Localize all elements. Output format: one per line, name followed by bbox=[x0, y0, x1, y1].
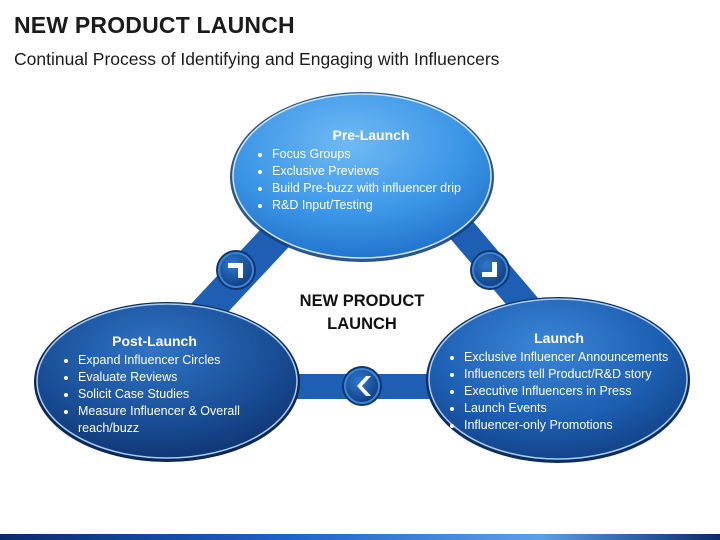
connector-node-bottom bbox=[342, 366, 382, 406]
launch-ellipse bbox=[426, 297, 690, 463]
list-item: Measure Influencer & Overall reach/buzz bbox=[78, 403, 267, 437]
list-item: Executive Influencers in Press bbox=[464, 383, 680, 400]
list-item: Expand Influencer Circles bbox=[78, 352, 267, 369]
list-item: Exclusive Influencer Announcements bbox=[464, 349, 680, 366]
list-item: Influencers tell Product/R&D story bbox=[464, 366, 680, 383]
center-label-line2: LAUNCH bbox=[327, 315, 397, 333]
chevron-down-right-icon bbox=[482, 262, 497, 277]
chevron-left-icon bbox=[357, 376, 371, 396]
center-label-line1: NEW PRODUCT bbox=[299, 292, 425, 310]
list-item: Evaluate Reviews bbox=[78, 369, 267, 386]
list-item: R&D Input/Testing bbox=[272, 197, 486, 214]
post-launch-title: Post-Launch bbox=[112, 333, 197, 349]
pre-launch-title: Pre-Launch bbox=[332, 127, 410, 143]
list-item: Build Pre-buzz with influencer drip bbox=[272, 180, 486, 197]
center-label: NEW PRODUCT LAUNCH bbox=[272, 290, 452, 336]
launch-list: Exclusive Influencer Announcements Influ… bbox=[448, 349, 680, 434]
list-item: Focus Groups bbox=[272, 146, 486, 163]
post-launch-content: Post-Launch Expand Influencer Circles Ev… bbox=[62, 333, 267, 437]
list-item: Exclusive Previews bbox=[272, 163, 486, 180]
bottom-accent-bar bbox=[0, 534, 720, 540]
launch-title: Launch bbox=[534, 330, 584, 346]
list-item: Solicit Case Studies bbox=[78, 386, 267, 403]
pre-launch-list: Focus Groups Exclusive Previews Build Pr… bbox=[256, 146, 486, 214]
post-launch-list: Expand Influencer Circles Evaluate Revie… bbox=[62, 352, 267, 437]
list-item: Launch Events bbox=[464, 400, 680, 417]
chevron-right-icon bbox=[228, 263, 243, 278]
post-launch-ellipse bbox=[34, 302, 300, 462]
connector-node-right bbox=[470, 250, 510, 290]
pre-launch-content: Pre-Launch Focus Groups Exclusive Previe… bbox=[256, 127, 486, 214]
launch-content: Launch Exclusive Influencer Announcement… bbox=[448, 330, 680, 434]
connector-node-left bbox=[216, 250, 256, 290]
page-subtitle: Continual Process of Identifying and Eng… bbox=[14, 49, 500, 69]
list-item: Influencer-only Promotions bbox=[464, 417, 680, 434]
pre-launch-ellipse bbox=[230, 92, 494, 262]
page-title: NEW PRODUCT LAUNCH bbox=[14, 12, 295, 38]
